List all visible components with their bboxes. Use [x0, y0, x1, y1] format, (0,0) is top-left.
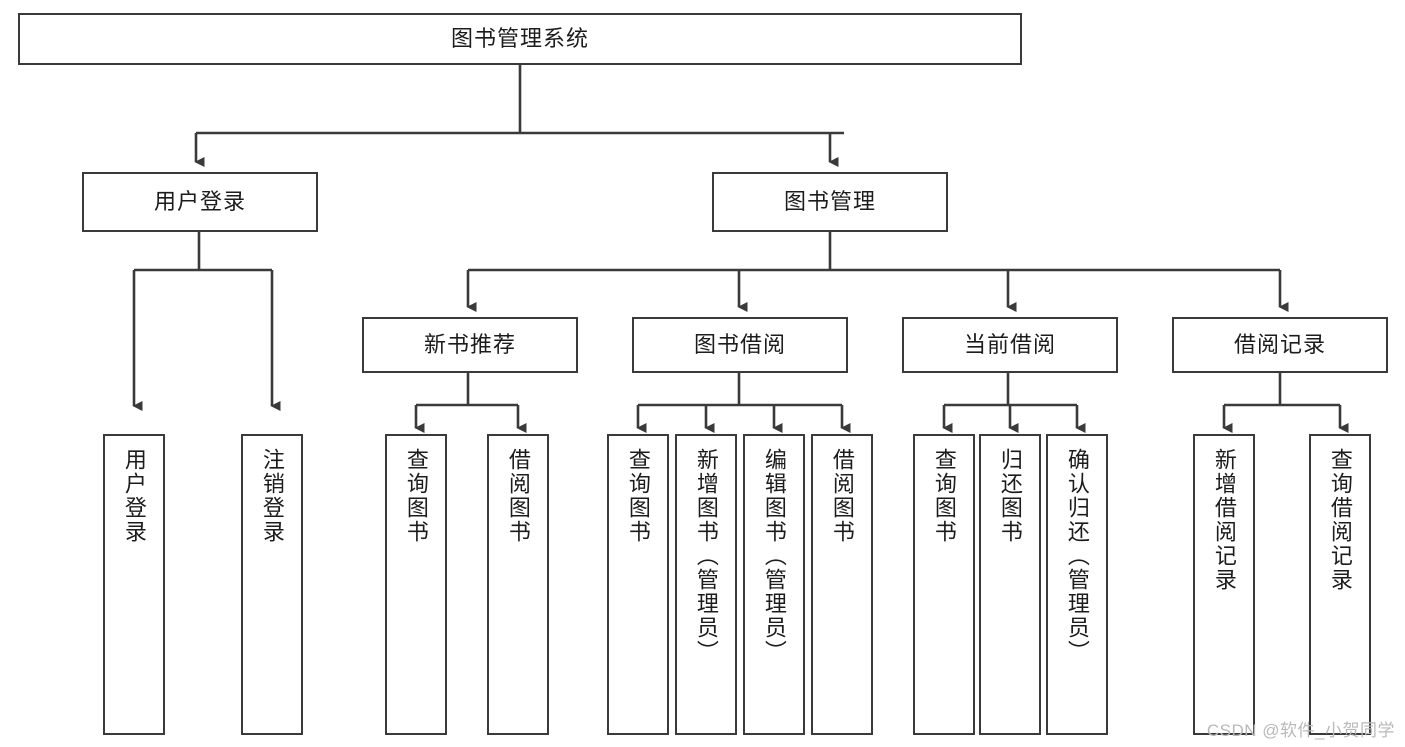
node-new-book-recommend[interactable]: 新书推荐 — [362, 317, 578, 373]
node-system-root[interactable]: 图书管理系统 — [18, 13, 1022, 65]
leaf-label: 查询借阅记录 — [1327, 448, 1353, 592]
node-borrow-record[interactable]: 借阅记录 — [1172, 317, 1388, 373]
leaf-label: 归还图书 — [997, 448, 1023, 544]
leaf-label: 注销登录 — [259, 448, 285, 544]
leaf-label: 新增图书（管理员） — [693, 448, 719, 664]
leaf-borrow-record-query[interactable]: 查询借阅记录 — [1309, 434, 1371, 735]
leaf-new-book-query[interactable]: 查询图书 — [385, 434, 447, 735]
leaf-user-login-logout[interactable]: 注销登录 — [241, 434, 303, 735]
leaf-book-borrow-borrow[interactable]: 借阅图书 — [811, 434, 873, 735]
node-book-management[interactable]: 图书管理 — [712, 172, 948, 232]
leaf-current-borrow-return[interactable]: 归还图书 — [979, 434, 1041, 735]
node-label: 借阅记录 — [1233, 332, 1326, 358]
leaf-label: 用户登录 — [121, 448, 147, 544]
leaf-book-borrow-add[interactable]: 新增图书（管理员） — [675, 434, 737, 735]
leaf-current-borrow-query[interactable]: 查询图书 — [913, 434, 975, 735]
leaf-label: 确认归还（管理员） — [1064, 448, 1090, 664]
node-label: 图书管理 — [783, 189, 876, 215]
leaf-label: 查询图书 — [403, 448, 429, 544]
leaf-label: 新增借阅记录 — [1211, 448, 1237, 592]
node-label: 当前借阅 — [963, 332, 1056, 358]
leaf-user-login-login[interactable]: 用户登录 — [103, 434, 165, 735]
node-current-borrow[interactable]: 当前借阅 — [902, 317, 1118, 373]
leaf-book-borrow-query[interactable]: 查询图书 — [607, 434, 669, 735]
leaf-book-borrow-edit[interactable]: 编辑图书（管理员） — [743, 434, 805, 735]
leaf-label: 编辑图书（管理员） — [761, 448, 787, 664]
node-user-login[interactable]: 用户登录 — [82, 172, 318, 232]
leaf-label: 借阅图书 — [829, 448, 855, 544]
leaf-label: 查询图书 — [625, 448, 651, 544]
node-label: 图书借阅 — [693, 332, 786, 358]
node-book-borrow[interactable]: 图书借阅 — [632, 317, 848, 373]
watermark: CSDN @软件_小贺同学 — [1206, 721, 1395, 740]
node-label: 图书管理系统 — [450, 26, 589, 52]
node-label: 新书推荐 — [423, 332, 516, 358]
leaf-borrow-record-add[interactable]: 新增借阅记录 — [1193, 434, 1255, 735]
leaf-label: 借阅图书 — [505, 448, 531, 544]
node-label: 用户登录 — [153, 189, 246, 215]
leaf-label: 查询图书 — [931, 448, 957, 544]
leaf-new-book-borrow[interactable]: 借阅图书 — [487, 434, 549, 735]
leaf-current-borrow-confirm-return[interactable]: 确认归还（管理员） — [1046, 434, 1108, 735]
